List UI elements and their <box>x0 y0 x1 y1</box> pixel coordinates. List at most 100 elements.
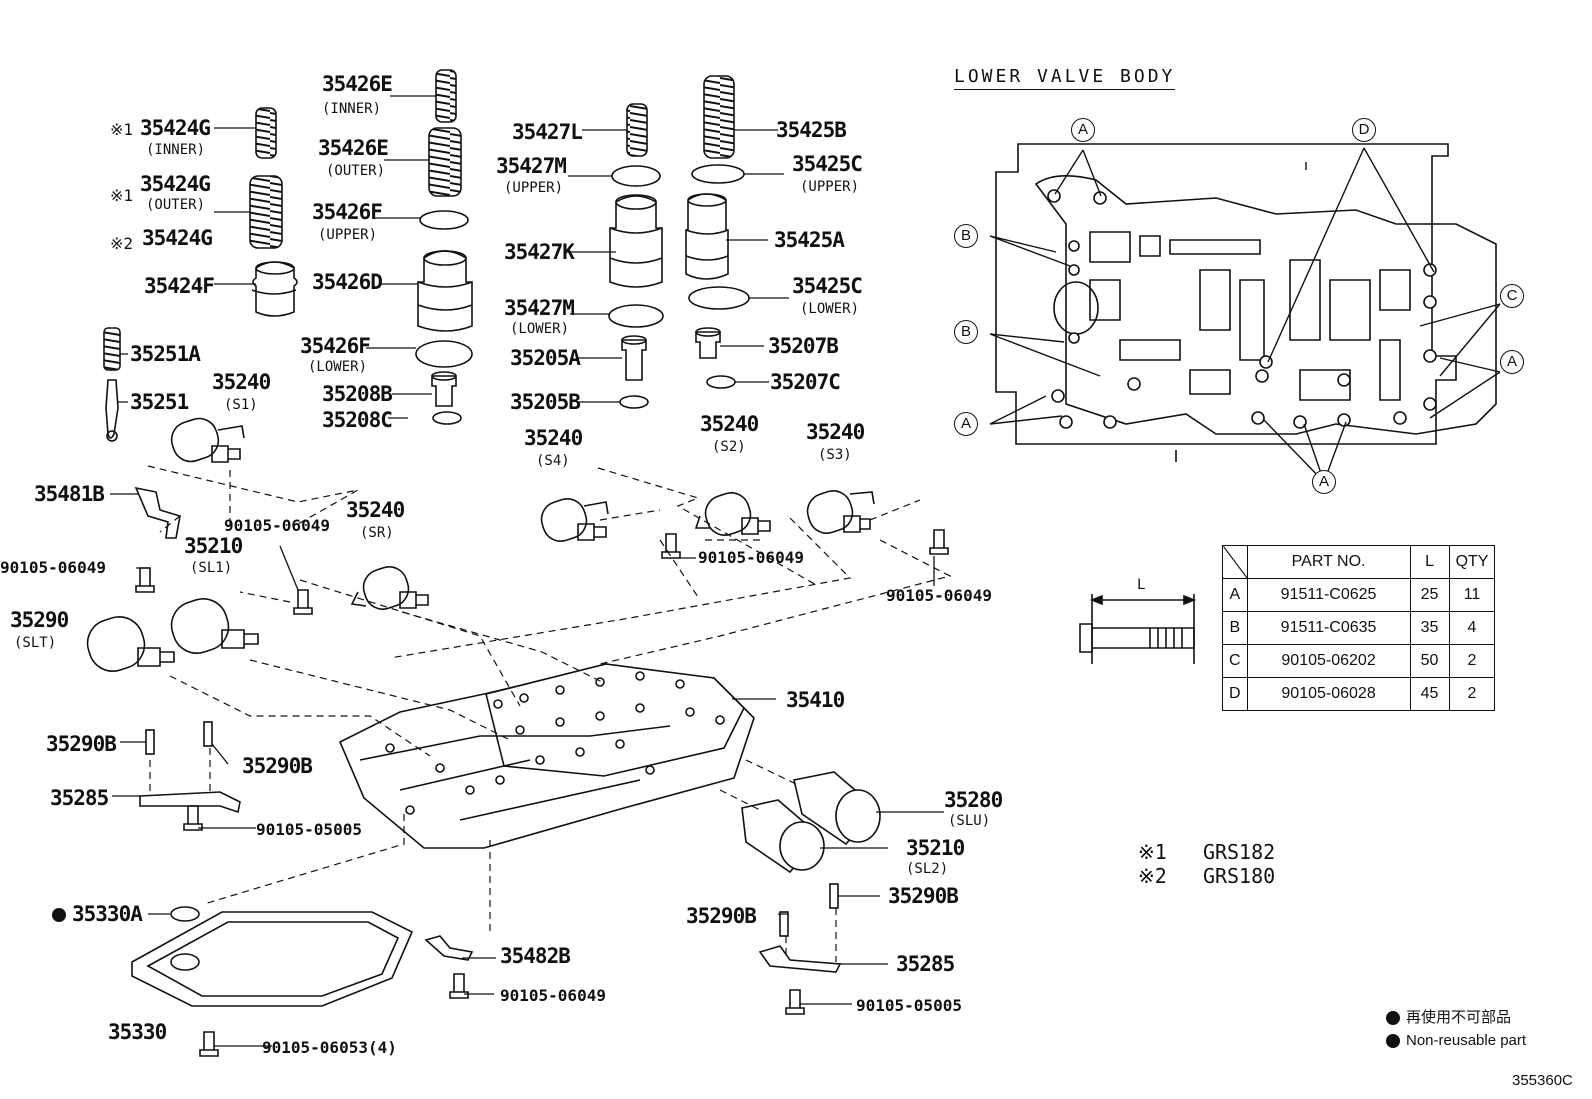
label-35330A: 35330A <box>52 902 143 926</box>
label-35240-s2: 35240 <box>700 412 759 436</box>
label-90105-06053: 90105-06053(4) <box>262 1038 397 1057</box>
label-35427M-upper: 35427M <box>496 154 567 178</box>
sublabel-35425C-lower: (LOWER) <box>800 301 860 317</box>
label-35290-slt: 35290 <box>10 608 69 632</box>
label-35424G-inner: 35424G <box>140 116 211 140</box>
label-35240-sr: 35240 <box>346 498 405 522</box>
callout-b-upper: B <box>954 224 978 248</box>
label-35410: 35410 <box>786 688 845 712</box>
bolt-spec-table: PART NO. L QTY A 91511-C0625 25 11 B 915… <box>1222 545 1496 711</box>
label-35427K: 35427K <box>504 240 575 264</box>
label-35426E-inner: 35426E <box>322 72 393 96</box>
label-35208C: 35208C <box>322 408 393 432</box>
table-header-part-no: PART NO. <box>1246 545 1411 579</box>
sleeve-35425A <box>685 193 729 280</box>
row-qty: 2 <box>1448 644 1496 678</box>
label-35427L: 35427L <box>512 120 583 144</box>
table-header-qty: QTY <box>1448 545 1496 579</box>
row-length: 25 <box>1409 578 1450 612</box>
label-35290B-b: 35290B <box>242 754 313 778</box>
callout-c: C <box>1500 284 1524 308</box>
legend-dot-icon <box>1386 1034 1400 1049</box>
pin-35290B-c <box>829 883 839 909</box>
legend-en: Non-reusable part <box>1386 1032 1526 1049</box>
table-row: C 90105-06202 50 2 <box>1222 644 1496 678</box>
label-35426D: 35426D <box>312 270 383 294</box>
label-35482B: 35482B <box>500 944 571 968</box>
table-row: D 90105-06028 45 2 <box>1222 677 1496 711</box>
label-35290B-a: 35290B <box>46 732 117 756</box>
row-qty: 4 <box>1448 611 1496 645</box>
label-35427M-lower: 35427M <box>504 296 575 320</box>
bracket-35481B <box>134 486 181 539</box>
label-90105-06049-c: 90105-06049 <box>698 548 804 567</box>
sublabel-35426E-inner: (INNER) <box>322 101 382 117</box>
pin-35251 <box>105 379 119 442</box>
ring-35330A <box>170 906 200 922</box>
callout-d: D <box>1352 118 1376 142</box>
dashed-guide-lines <box>147 465 952 962</box>
label-35240-s3: 35240 <box>806 420 865 444</box>
sublabel-35424G-outer: (OUTER) <box>146 197 206 213</box>
non-reusable-dot-icon <box>52 908 66 922</box>
sublabel-35240-s2: (S2) <box>712 439 746 455</box>
sublabel-35210-sl1: (SL1) <box>190 560 233 576</box>
valve-body-35410 <box>338 663 755 849</box>
model-note-2-model: GRS180 <box>1202 864 1276 888</box>
label-35424F: 35424F <box>144 274 215 298</box>
leader-lines <box>110 95 944 1047</box>
model-note-2: ※2 GRS180 <box>1138 864 1275 888</box>
callout-a-left: A <box>954 412 978 436</box>
pin-35290B-b <box>203 721 213 747</box>
label-90105-06049-a: 90105-06049 <box>224 516 330 535</box>
spring-35426E-inner <box>435 69 457 123</box>
sublabel-35426F-upper: (UPPER) <box>318 227 378 243</box>
label-35424G-2: 35424G <box>142 226 213 250</box>
row-part-no: 91511-C0635 <box>1246 611 1411 645</box>
label-35426F-upper: 35426F <box>312 200 383 224</box>
ring-35427M-upper <box>611 165 661 187</box>
solenoid-35240-s2 <box>694 492 771 536</box>
sublabel-35280-slu: (SLU) <box>948 813 991 829</box>
label-35330: 35330 <box>108 1020 167 1044</box>
label-35205A: 35205A <box>510 346 581 370</box>
label-35207C: 35207C <box>770 370 841 394</box>
sublabel-35290-slt: (SLT) <box>14 635 57 651</box>
label-35424G-outer: 35424G <box>140 172 211 196</box>
solenoid-35240-s3 <box>806 490 875 534</box>
table-header-corner <box>1222 545 1248 579</box>
pin-35290B-d <box>779 911 789 937</box>
ring-35426F-lower <box>415 340 473 368</box>
label-35330A-text: 35330A <box>72 902 143 926</box>
pin-35290B-a <box>145 729 155 755</box>
label-35285-b: 35285 <box>896 952 955 976</box>
solenoid-35240-s1 <box>170 417 245 463</box>
ring-35427M-lower <box>608 304 664 328</box>
label-35481B: 35481B <box>34 482 105 506</box>
callout-a-right: A <box>1500 350 1524 374</box>
legend-jp: 再使用不可部品 <box>1386 1006 1511 1027</box>
label-90105-06049-e: 90105-06049 <box>500 986 606 1005</box>
sublabel-35427M-lower: (LOWER) <box>510 321 570 337</box>
callout-a-top: A <box>1071 118 1095 142</box>
plug-35208B <box>431 371 457 407</box>
label-35425A: 35425A <box>774 228 845 252</box>
solenoid-35240-sr <box>350 566 429 610</box>
ring-35208C <box>432 411 462 425</box>
diagram-code: 355360C <box>1512 1072 1573 1089</box>
table-row: B 91511-C0635 35 4 <box>1222 611 1496 645</box>
label-35426F-lower: 35426F <box>300 334 371 358</box>
dimension-label-L: L <box>1137 577 1146 593</box>
dimension-bolt-drawing <box>1079 594 1197 664</box>
sublabel-35240-s3: (S3) <box>818 447 852 463</box>
label-35426E-outer: 35426E <box>318 136 389 160</box>
spring-35427L <box>626 103 648 157</box>
row-key: C <box>1222 644 1248 678</box>
table-header-row: PART NO. L QTY <box>1222 545 1496 579</box>
sublabel-35424G-inner: (INNER) <box>146 142 206 158</box>
label-90105-05005-a: 90105-05005 <box>256 820 362 839</box>
ring-35425C-lower <box>688 286 750 310</box>
label-35290B-d: 35290B <box>686 904 757 928</box>
lower-valve-body-illustration <box>995 143 1497 462</box>
